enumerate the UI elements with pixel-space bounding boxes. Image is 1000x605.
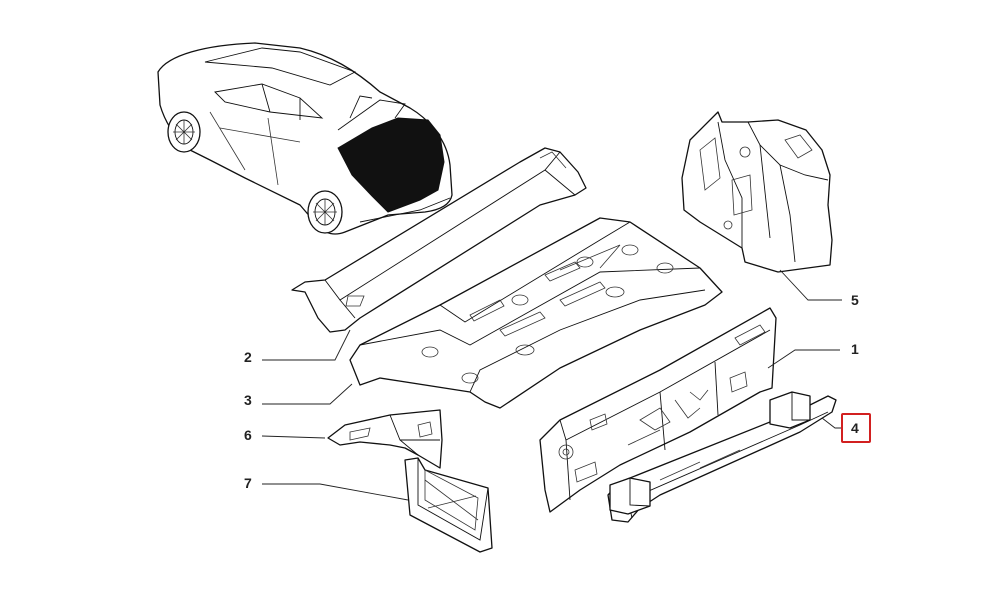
part-1-rear-panel [539,307,777,513]
leader-5 [779,269,842,301]
highlighted-callout-box [841,413,871,443]
leader-6 [261,435,326,439]
part-2-crossmember [291,147,587,333]
callout-7[interactable]: 7 [244,475,252,491]
callout-1[interactable]: 1 [851,341,859,357]
part-5-wheelhouse [681,111,833,273]
callout-5[interactable]: 5 [851,292,859,308]
leader-4 [821,417,842,429]
car-overview-illustration [157,42,453,235]
part-7-closing-plate [404,457,493,553]
part-4-bumper-beam [607,391,837,523]
leader-7 [262,483,409,501]
trunk-opening-shading [337,117,445,213]
leader-1 [767,349,840,369]
callout-6[interactable]: 6 [244,427,252,443]
leader-3 [262,383,353,405]
part-3-floor-pan [349,217,723,409]
callout-4[interactable]: 4 [851,420,859,436]
callout-2[interactable]: 2 [244,349,252,365]
part-6-corner-bracket [327,409,443,469]
leader-lines [261,269,842,501]
leader-2 [262,329,351,361]
callout-3[interactable]: 3 [244,392,252,408]
